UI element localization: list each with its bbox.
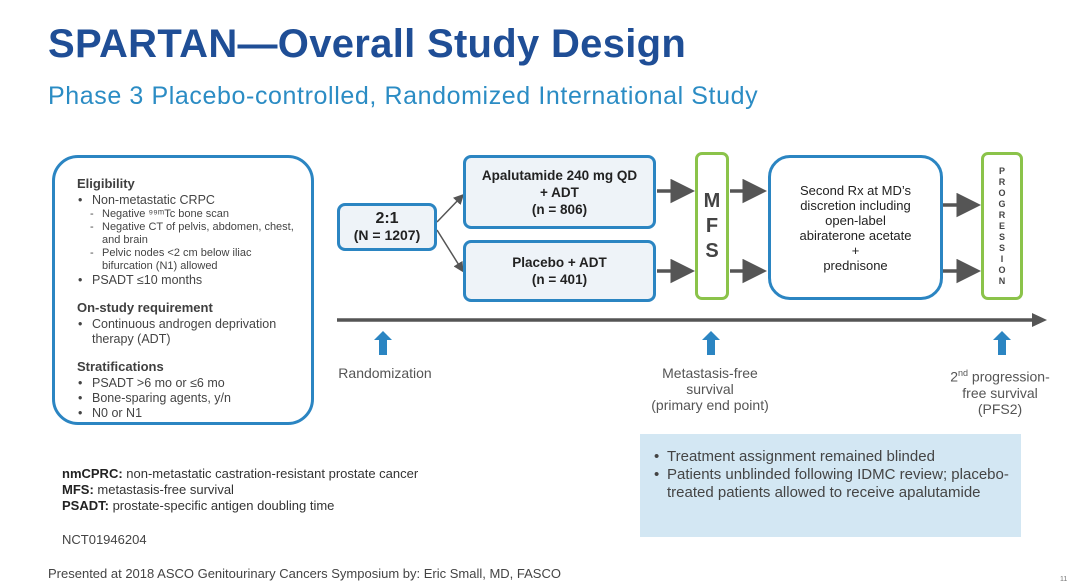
branch-line-upper	[436, 193, 465, 223]
progression-letter: S	[998, 242, 1005, 253]
branch-line-lower	[436, 229, 464, 273]
second-rx-box: Second Rx at MD’s discretion including o…	[768, 155, 943, 300]
eligibility-subitem: Negative ⁹⁹ᵐTc bone scan	[77, 208, 299, 221]
mfs-letter: F	[705, 214, 719, 237]
randomization-label: Randomization	[338, 365, 432, 381]
randomization-ratio: 2:1	[375, 210, 399, 227]
second-rx-line: discretion including	[800, 197, 911, 213]
randomization-box: 2:1 (N = 1207)	[337, 203, 437, 251]
stratifications-heading: Stratifications	[77, 359, 164, 374]
mfs-label: Metastasis-free survival (primary end po…	[630, 365, 790, 413]
second-rx-line: Second Rx at MD’s	[799, 182, 912, 198]
mfs-label-line: (primary end point)	[651, 397, 769, 413]
mfs-label-line: Metastasis-free	[662, 365, 758, 381]
mfs-box: M F S	[695, 152, 729, 300]
pfs2-label-line: free survival	[962, 384, 1038, 401]
arm-line: Apalutamide 240 mg QD	[481, 167, 638, 183]
mfs-letter: M	[703, 189, 721, 212]
progression-letter: E	[998, 220, 1005, 231]
up-arrow-icon	[993, 331, 1011, 355]
abbreviation-row: nmCPRC: non-metastatic castration-resist…	[62, 466, 419, 481]
eligibility-subitem: Negative CT of pelvis, abdomen, chest, a…	[77, 221, 299, 247]
eligibility-heading: Eligibility	[77, 176, 135, 191]
progression-letter: S	[998, 231, 1005, 242]
second-rx-line: +	[851, 242, 860, 258]
onstudy-item: Continuous androgen deprivation therapy …	[77, 317, 299, 347]
up-arrow-icon	[374, 331, 392, 355]
footer-citation: Presented at 2018 ASCO Genitourinary Can…	[48, 566, 561, 581]
placebo-arm-box: Placebo + ADT (n = 401)	[463, 240, 656, 302]
eligibility-item: Non-metastatic CRPC	[77, 193, 299, 208]
eligibility-subitem: Pelvic nodes <2 cm below iliac bifurcati…	[77, 247, 299, 273]
second-rx-line: open-label	[825, 212, 886, 228]
arm-count: (n = 806)	[531, 201, 588, 217]
page-number: 11	[1060, 576, 1068, 583]
eligibility-box: Eligibility Non-metastatic CRPC Negative…	[52, 155, 314, 425]
mfs-letter: S	[705, 239, 719, 262]
arm-line: + ADT	[540, 184, 579, 200]
nct-number: NCT01946204	[62, 532, 147, 547]
abbreviation-row: PSADT: prostate-specific antigen doublin…	[62, 498, 335, 513]
arm-count: (n = 401)	[531, 272, 588, 287]
arm-line: Placebo + ADT	[512, 255, 607, 270]
eligibility-list: Non-metastatic CRPC Negative ⁹⁹ᵐTc bone …	[77, 193, 299, 288]
up-arrow-icon	[702, 331, 720, 355]
progression-letter: G	[998, 198, 1006, 209]
stratifications-list: PSADT >6 mo or ≤6 mo Bone-sparing agents…	[77, 376, 299, 421]
onstudy-heading: On-study requirement	[77, 300, 213, 315]
eligibility-item: PSADT ≤10 months	[77, 273, 299, 288]
stratification-item: N0 or N1	[77, 406, 299, 421]
pfs2-label: 2nd progression- free survival (PFS2)	[930, 365, 1070, 417]
stratification-item: PSADT >6 mo or ≤6 mo	[77, 376, 299, 391]
pfs2-label-line: (PFS2)	[977, 400, 1023, 417]
notes-box: Treatment assignment remained blinded Pa…	[640, 434, 1021, 537]
page-title: SPARTAN—Overall Study Design	[48, 22, 687, 66]
second-rx-line: abiraterone acetate	[799, 227, 912, 243]
second-rx-line: prednisone	[823, 257, 888, 273]
progression-letter: O	[998, 187, 1006, 198]
mfs-label-line: survival	[686, 381, 734, 397]
page-subtitle: Phase 3 Placebo-controlled, Randomized I…	[48, 82, 759, 110]
apalutamide-arm-box: Apalutamide 240 mg QD + ADT (n = 806)	[463, 155, 656, 229]
progression-letter: R	[998, 209, 1006, 220]
abbreviations: nmCPRC: non-metastatic castration-resist…	[62, 466, 418, 514]
randomization-n: (N = 1207)	[353, 227, 421, 243]
note-item: Treatment assignment remained blinded	[654, 448, 1011, 466]
progression-letter: P	[998, 165, 1005, 176]
progression-box: P R O G R E S S I O N	[981, 152, 1023, 300]
onstudy-list: Continuous androgen deprivation therapy …	[77, 317, 299, 347]
pfs2-label-line: 2nd progression-	[950, 368, 1050, 385]
note-item: Patients unblinded following IDMC review…	[654, 466, 1011, 502]
progression-letter: R	[998, 176, 1006, 187]
progression-letter: N	[998, 275, 1006, 286]
abbreviation-row: MFS: metastasis-free survival	[62, 482, 234, 497]
progression-letter: O	[998, 264, 1006, 275]
timeline-arrowhead	[1032, 313, 1047, 327]
stratification-item: Bone-sparing agents, y/n	[77, 391, 299, 406]
progression-letter: I	[1000, 253, 1004, 264]
